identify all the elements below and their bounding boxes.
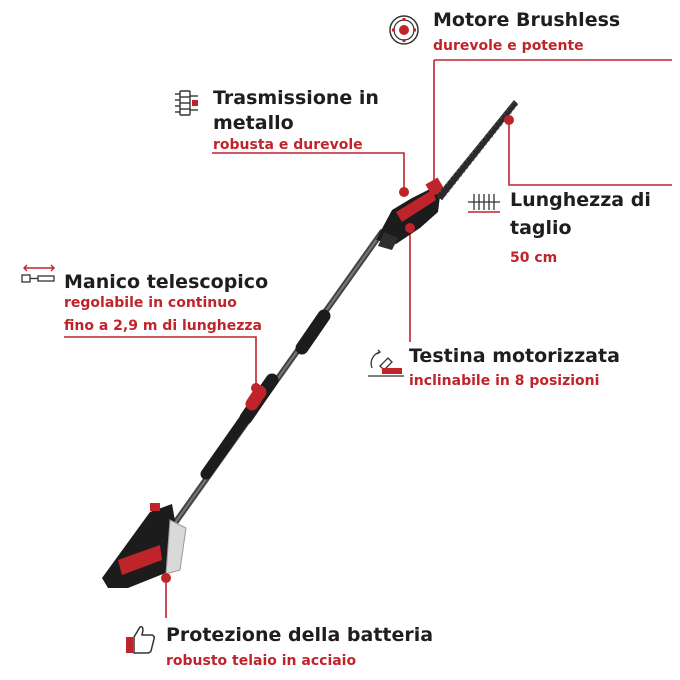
motore-sub: durevole e potente xyxy=(433,38,584,54)
lunghezza-title-line2: taglio xyxy=(510,217,572,239)
callout-lines xyxy=(64,59,672,618)
callout-line-manico xyxy=(64,336,257,388)
tool-grips xyxy=(200,309,331,480)
trasmissione-title-line2: metallo xyxy=(213,112,294,134)
batteria-sub: robusto telaio in acciaio xyxy=(166,653,357,669)
callout-line-lunghezza xyxy=(508,120,672,186)
tool-battery-handle xyxy=(102,503,187,588)
tool-blade xyxy=(436,99,519,201)
motore-title: Motore Brushless xyxy=(433,9,621,31)
motor-icon xyxy=(389,15,419,45)
testina-sub: inclinabile in 8 posizioni xyxy=(409,373,600,389)
lunghezza-sub: 50 cm xyxy=(510,250,558,266)
testina-title: Testina motorizzata xyxy=(409,345,620,367)
manico-title: Manico telescopico xyxy=(64,271,269,293)
callout-dots xyxy=(161,115,514,583)
batteria-title: Protezione della batteria xyxy=(166,624,434,646)
telescopic-handle-icon xyxy=(21,264,55,283)
blade-length-icon xyxy=(468,194,500,213)
manico-sub-line1: regolabile in continuo xyxy=(64,295,237,311)
trasmissione-title-line1: Trasmissione in xyxy=(213,87,379,109)
transmission-icon xyxy=(175,90,198,116)
lunghezza-title-line1: Lunghezza di xyxy=(510,189,651,211)
tool-motor-head xyxy=(376,177,445,250)
tilting-head-icon xyxy=(368,349,404,377)
manico-sub-line2: fino a 2,9 m di lunghezza xyxy=(64,318,262,334)
thumbs-up-icon xyxy=(126,626,155,654)
callout-line-trasmissione xyxy=(212,152,405,192)
trasmissione-sub: robusta e durevole xyxy=(213,137,363,153)
